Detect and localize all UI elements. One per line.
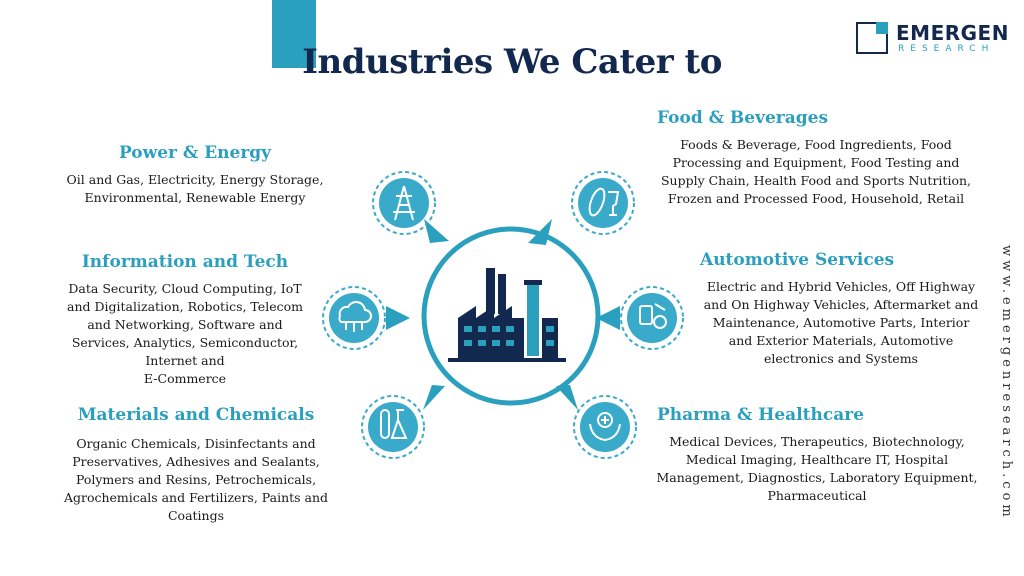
center-ring <box>421 226 601 406</box>
emergen-logo: EMERGEN RESEARCH <box>856 21 1009 62</box>
section-materials-chemicals: Materials and Chemicals Organic Chemical… <box>58 405 334 525</box>
section-heading: Materials and Chemicals <box>77 405 315 425</box>
section-pharma-healthcare: Pharma & Healthcare Medical Devices, The… <box>650 405 984 505</box>
car-parts-icon <box>620 286 684 350</box>
arrow-power <box>424 219 449 243</box>
logo-sub-text: RESEARCH <box>898 44 995 54</box>
section-description: Oil and Gas, Electricity, Energy Storage… <box>66 172 324 205</box>
arrow-info <box>386 306 410 330</box>
arrow-pharma <box>556 385 578 410</box>
section-power-energy: Power & Energy Oil and Gas, Electricity,… <box>60 143 330 207</box>
arrow-auto <box>596 306 620 330</box>
connector-arrows <box>386 219 620 410</box>
logo-main-text: EMERGEN <box>896 21 1009 45</box>
page-title: Industries We Cater to <box>302 42 722 82</box>
section-description: Foods & Beverage, Food Ingredients, Food… <box>660 137 972 206</box>
hands-medical-cross-icon <box>573 395 637 459</box>
section-heading: Food & Beverages <box>657 108 829 128</box>
section-heading: Automotive Services <box>700 250 895 270</box>
section-information-tech: Information and Tech Data Security, Clou… <box>55 252 315 388</box>
section-automotive-services: Automotive Services Electric and Hybrid … <box>696 250 986 368</box>
cloud-network-icon <box>322 286 386 350</box>
logo-mark-icon <box>856 22 888 54</box>
accent-bar <box>272 0 316 68</box>
test-tube-flask-icon <box>361 395 425 459</box>
section-heading: Power & Energy <box>118 143 272 163</box>
section-heading: Pharma & Healthcare <box>657 405 865 425</box>
section-food-beverages: Food & Beverages Foods & Beverage, Food … <box>650 108 982 208</box>
website-url: www.emergenresearch.com <box>999 245 1014 521</box>
section-description: Medical Devices, Therapeutics, Biotechno… <box>656 434 978 503</box>
section-description: Electric and Hybrid Vehicles, Off Highwa… <box>703 279 979 366</box>
bread-wine-icon <box>571 171 635 235</box>
arrow-food <box>528 219 552 245</box>
section-heading: Information and Tech <box>81 252 289 272</box>
arrow-materials <box>423 385 445 410</box>
factory-icon <box>448 268 566 362</box>
power-tower-icon <box>372 171 436 235</box>
